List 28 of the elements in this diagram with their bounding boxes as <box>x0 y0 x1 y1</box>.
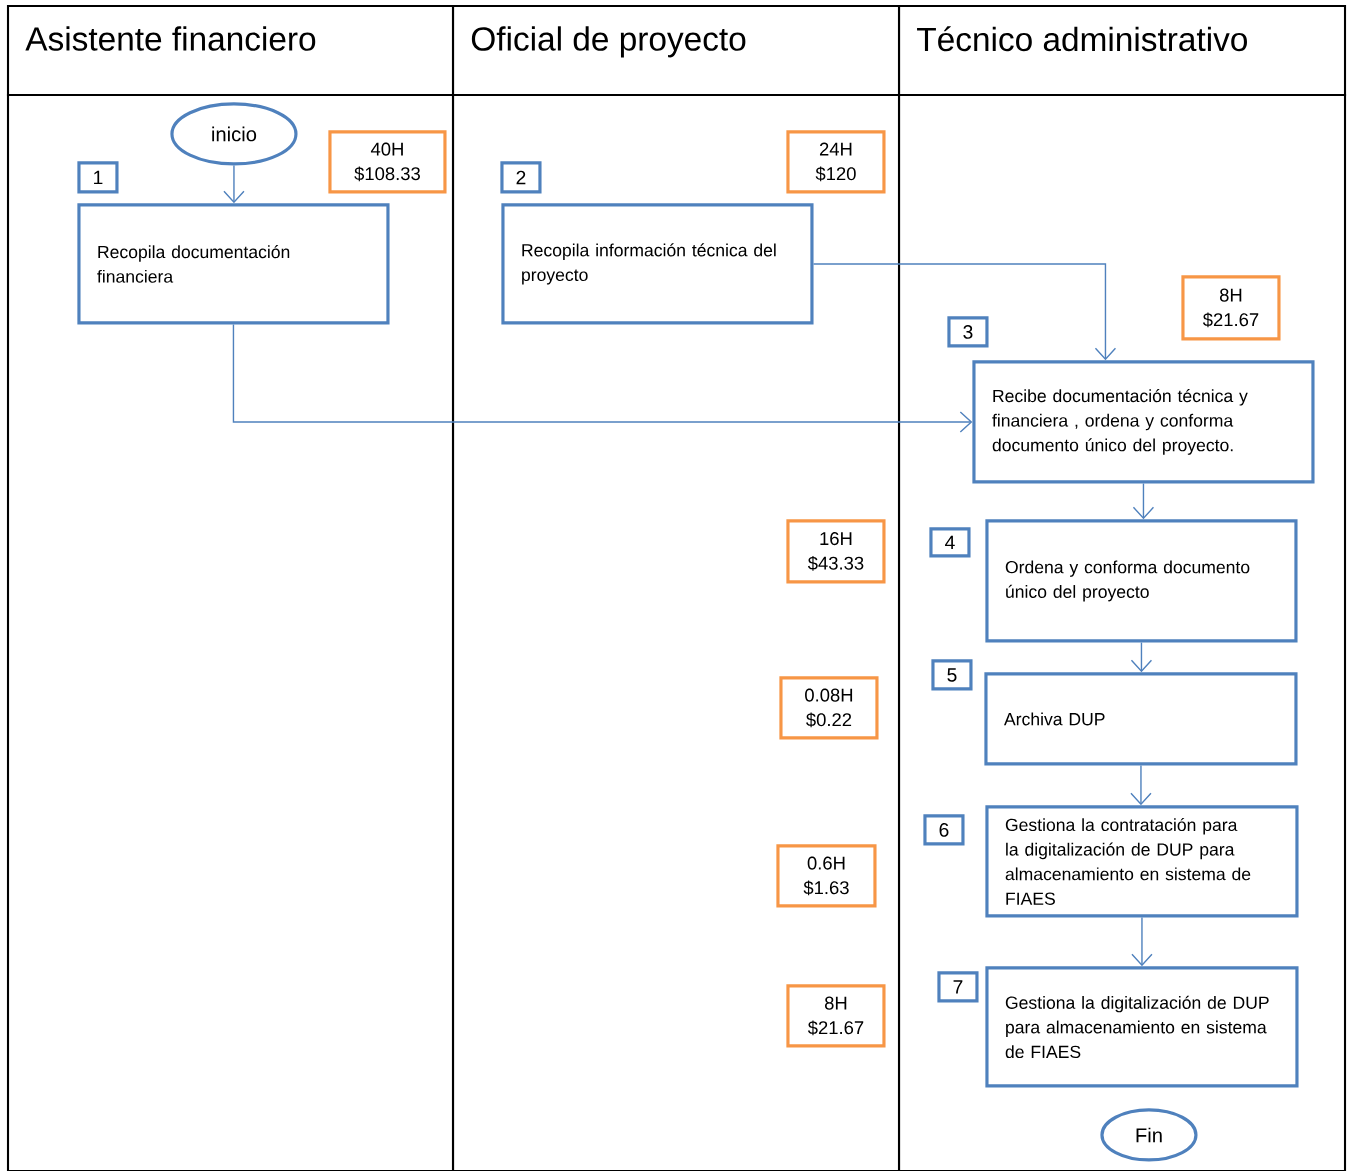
step-number: 4 <box>929 527 971 558</box>
process-box: Recopila información técnica del proyecto <box>501 203 814 325</box>
cost-box: 16H $43.33 <box>786 519 886 584</box>
process-box: Ordena y conforma documento único del proyecto <box>985 519 1298 643</box>
cost-box: 8H $21.67 <box>1181 275 1281 341</box>
step-number: 2 <box>500 161 542 194</box>
process-box: Recopila documentación financiera <box>77 203 390 325</box>
arrow <box>232 323 973 433</box>
process-box: Gestiona la contratación para la digitalización de DUP para almacenamiento en sistema de FIAES <box>985 805 1299 918</box>
process-box: Archiva DUP <box>984 672 1298 766</box>
arrow <box>1130 641 1153 673</box>
arrow <box>1131 916 1153 967</box>
arrow <box>1132 482 1155 520</box>
cost-box: 24H $120 <box>786 130 886 194</box>
arrow <box>1130 764 1152 806</box>
process-box: Recibe documentación técnica y financiera , ordena y conforma documento único del proyecto. <box>972 360 1315 484</box>
cost-box: 0.6H $1.63 <box>776 844 877 908</box>
arrow <box>812 263 1117 361</box>
cost-box: 0.08H $0.22 <box>779 676 879 740</box>
process-box: Gestiona la digitalización de DUP para almacenamiento en sistema de FIAES <box>985 966 1299 1088</box>
cost-box: 40H $108.33 <box>328 130 447 194</box>
step-number: 1 <box>77 161 119 194</box>
arrow <box>223 164 245 204</box>
step-number: 5 <box>931 659 973 691</box>
cost-box: 8H $21.67 <box>786 984 886 1048</box>
step-number: 6 <box>923 814 965 846</box>
step-number: 7 <box>937 971 979 1003</box>
step-number: 3 <box>947 316 989 348</box>
